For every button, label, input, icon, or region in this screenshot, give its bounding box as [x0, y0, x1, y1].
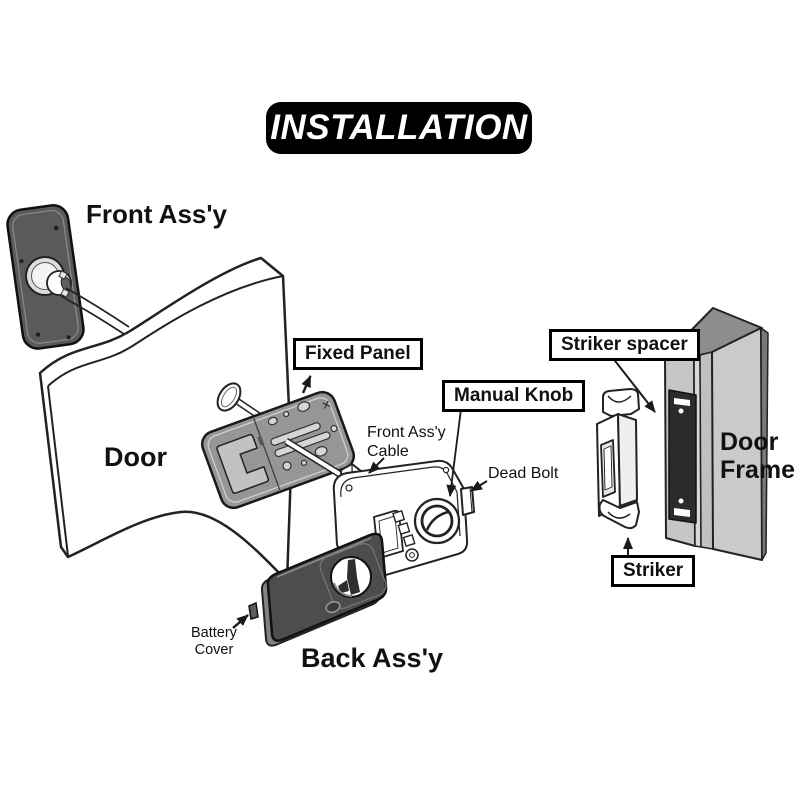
front-assy-label: Front Ass'y [86, 199, 228, 229]
door-frame-label: Door Frame [720, 428, 796, 484]
striker-spacer-plate [668, 389, 697, 524]
front-assy-drawing [6, 204, 85, 350]
installation-title-banner: INSTALLATION [266, 102, 532, 154]
fixed-panel-drawing [200, 390, 356, 510]
dead-bolt-arrow [470, 480, 488, 492]
striker-spacer-label: Striker spacer [549, 329, 700, 361]
manual-knob-leader [446, 408, 462, 497]
dead-bolt-label: Dead Bolt [488, 465, 559, 482]
cable-wires [60, 287, 130, 335]
back-assy-drawing [248, 532, 388, 647]
front-assy-cable-arrow [368, 457, 385, 474]
striker-label: Striker [611, 555, 696, 587]
door-frame-drawing [664, 307, 769, 561]
battery-cover-arrow [232, 614, 249, 629]
fixed-panel-arrow [301, 375, 312, 394]
battery-cover-label: Battery Cover [191, 625, 237, 659]
back-assy-label: Back Ass'y [301, 643, 444, 673]
striker-spacer-arrow [611, 356, 656, 413]
fixed-panel-label: Fixed Panel [293, 338, 423, 370]
front-assy-cable-label: Front Ass'y Cable [367, 424, 446, 461]
door-label: Door [104, 442, 167, 472]
battery-cover-latch [248, 601, 259, 620]
striker-drawing [596, 388, 640, 530]
manual-knob-label: Manual Knob [442, 380, 586, 412]
